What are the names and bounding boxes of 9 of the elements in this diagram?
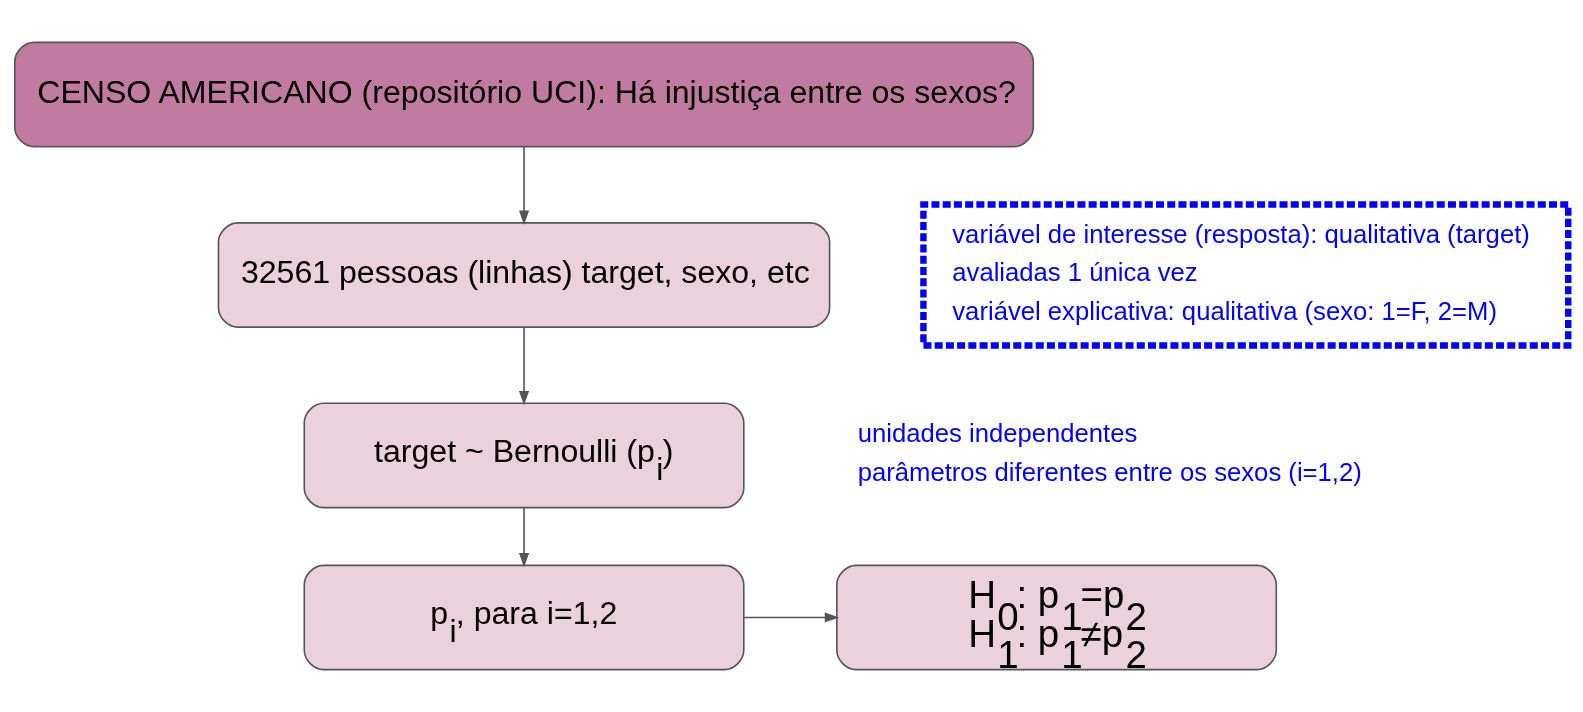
arrow [518,146,530,225]
node-box: 32561 pessoas (linhas) target, sexo, etc [217,222,831,328]
node-box: variável de interesse (resposta): qualitativa (target) avaliadas 1 única vez variável explicativa: qualitativa (sexo: 1=F, 2=M) [920,201,1572,349]
node-box: CENSO AMERICANO (repositório UCI): Há injustiça entre os sexos? [13,41,1035,148]
arrow [743,612,840,623]
label: parâmetros diferentes entre os sexos (i=1,2) [857,457,1362,486]
label: unidades independentes [857,419,1138,448]
arrow [518,326,530,406]
arrow [518,506,530,568]
